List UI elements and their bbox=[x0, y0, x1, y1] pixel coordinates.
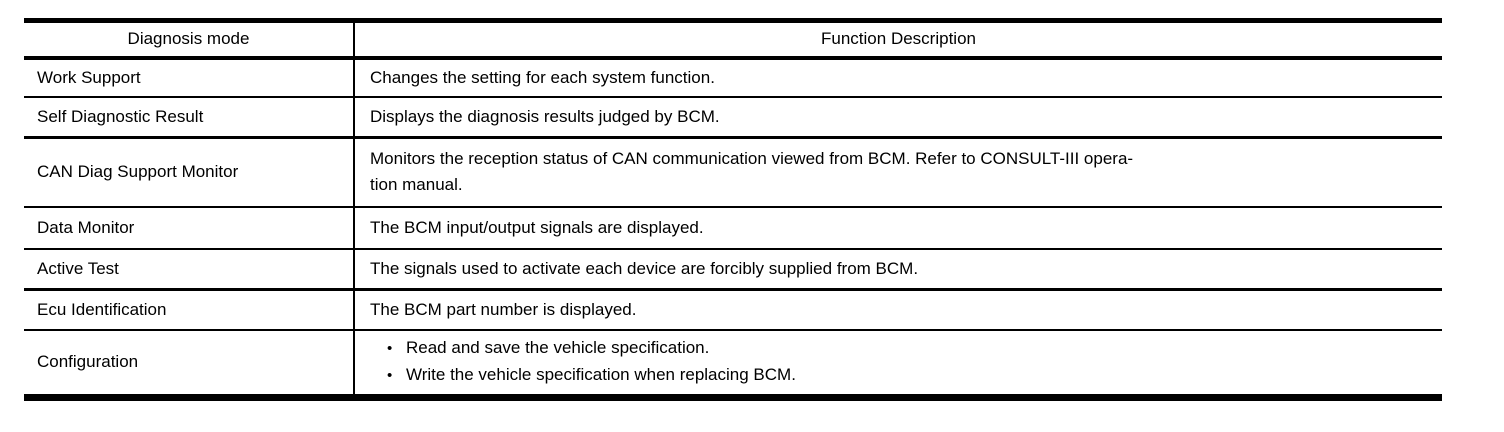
bullet-text: Read and save the vehicle specification. bbox=[406, 338, 710, 358]
table-header-row: Diagnosis mode Function Description bbox=[24, 20, 1442, 60]
function-description-cell: The signals used to activate each device… bbox=[354, 248, 1442, 291]
diagnosis-mode-cell: Active Test bbox=[24, 248, 355, 291]
description-line: tion manual. bbox=[370, 175, 463, 195]
diagnosis-mode-cell: Self Diagnostic Result bbox=[24, 96, 355, 139]
function-description-cell: Displays the diagnosis results judged by… bbox=[354, 96, 1442, 139]
diagnosis-mode-cell: Ecu Identification bbox=[24, 289, 355, 331]
table-row-can-diag-support-monitor: CAN Diag Support Monitor Monitors the re… bbox=[24, 137, 1442, 208]
table-row-self-diagnostic-result: Self Diagnostic Result Displays the diag… bbox=[24, 96, 1442, 139]
bullet-icon: • bbox=[387, 340, 393, 358]
table-row-work-support: Work Support Changes the setting for eac… bbox=[24, 57, 1442, 98]
function-description-cell: • Read and save the vehicle specificatio… bbox=[354, 330, 1442, 398]
header-function-description: Function Description bbox=[354, 20, 1442, 60]
description-line: Monitors the reception status of CAN com… bbox=[370, 149, 1134, 169]
table-row-active-test: Active Test The signals used to activate… bbox=[24, 248, 1442, 291]
diagnosis-mode-cell: Configuration bbox=[24, 329, 355, 398]
diagnosis-mode-table: Diagnosis mode Function Description Work… bbox=[24, 18, 1442, 401]
diagnosis-mode-cell: Data Monitor bbox=[24, 206, 355, 250]
diagnosis-mode-cell: Work Support bbox=[24, 57, 355, 98]
table-row-ecu-identification: Ecu Identification The BCM part number i… bbox=[24, 289, 1442, 331]
bullet-text: Write the vehicle specification when rep… bbox=[406, 365, 796, 385]
function-description-cell: Changes the setting for each system func… bbox=[354, 57, 1442, 98]
table-row-data-monitor: Data Monitor The BCM input/output signal… bbox=[24, 206, 1442, 250]
bullet-list-item: • Read and save the vehicle specificatio… bbox=[370, 335, 1442, 362]
function-description-cell: The BCM part number is displayed. bbox=[354, 289, 1442, 331]
table-row-configuration: Configuration • Read and save the vehicl… bbox=[24, 329, 1442, 398]
bullet-icon: • bbox=[387, 367, 393, 385]
bullet-list-item: • Write the vehicle specification when r… bbox=[370, 362, 1442, 389]
diagnosis-mode-cell: CAN Diag Support Monitor bbox=[24, 137, 355, 208]
header-diagnosis-mode: Diagnosis mode bbox=[24, 20, 355, 60]
function-description-cell: The BCM input/output signals are display… bbox=[354, 206, 1442, 250]
function-description-cell: Monitors the reception status of CAN com… bbox=[354, 137, 1442, 208]
